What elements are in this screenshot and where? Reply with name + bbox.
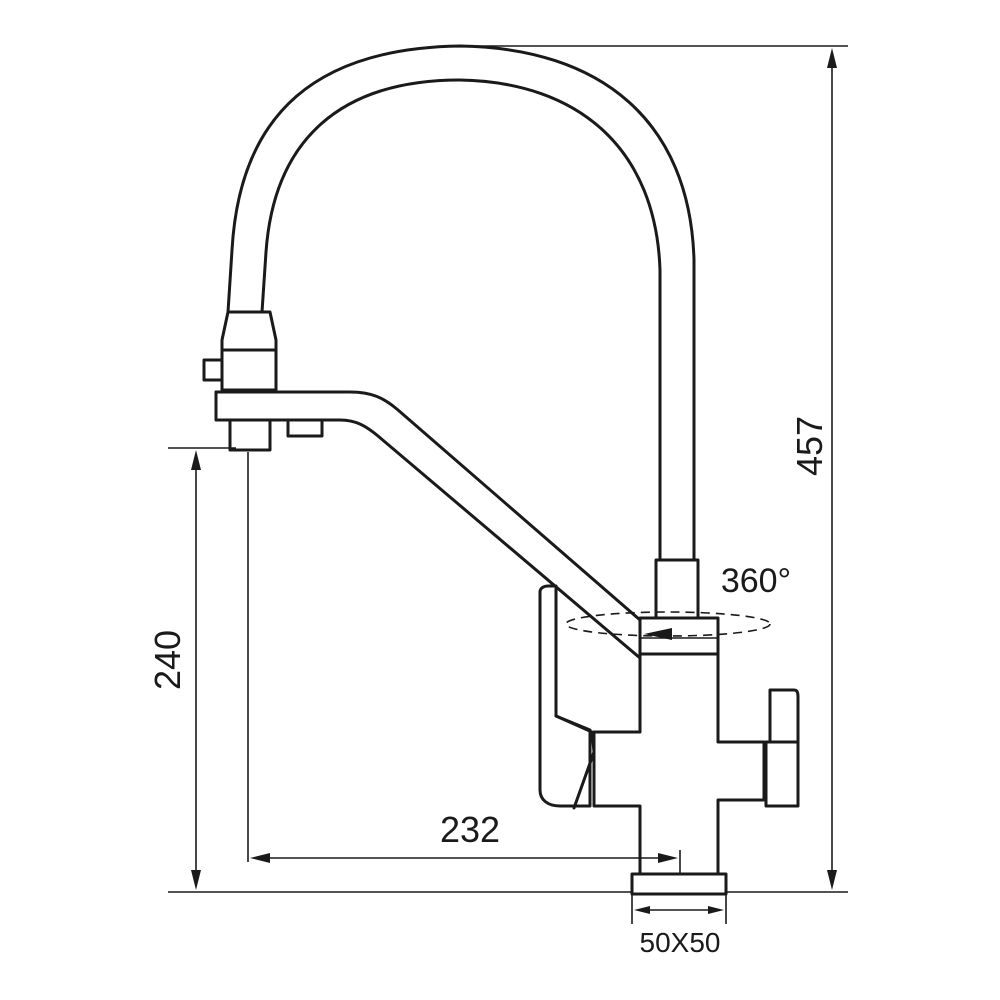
left-lever-handle bbox=[538, 584, 596, 810]
rotation-indicator bbox=[565, 611, 771, 640]
spray-head bbox=[202, 310, 278, 392]
dimension-total-height: 457 bbox=[460, 45, 848, 893]
faucet-body bbox=[592, 652, 766, 876]
swivel-collar bbox=[638, 558, 720, 656]
spout-reach-label: 232 bbox=[440, 809, 500, 850]
total-height-label: 457 bbox=[789, 416, 830, 476]
dimension-base: 50X50 bbox=[631, 894, 727, 958]
spout-height-label: 240 bbox=[147, 630, 188, 690]
pull-out-hose bbox=[226, 44, 696, 562]
dimension-spout-height: 240 bbox=[147, 447, 632, 893]
dimension-spout-reach: 232 bbox=[247, 452, 681, 874]
rotation-label: 360° bbox=[721, 562, 791, 600]
right-lever-handle bbox=[764, 688, 800, 808]
fixed-spout bbox=[214, 390, 642, 660]
base-plate bbox=[630, 872, 728, 896]
base-size-label: 50X50 bbox=[640, 927, 721, 958]
